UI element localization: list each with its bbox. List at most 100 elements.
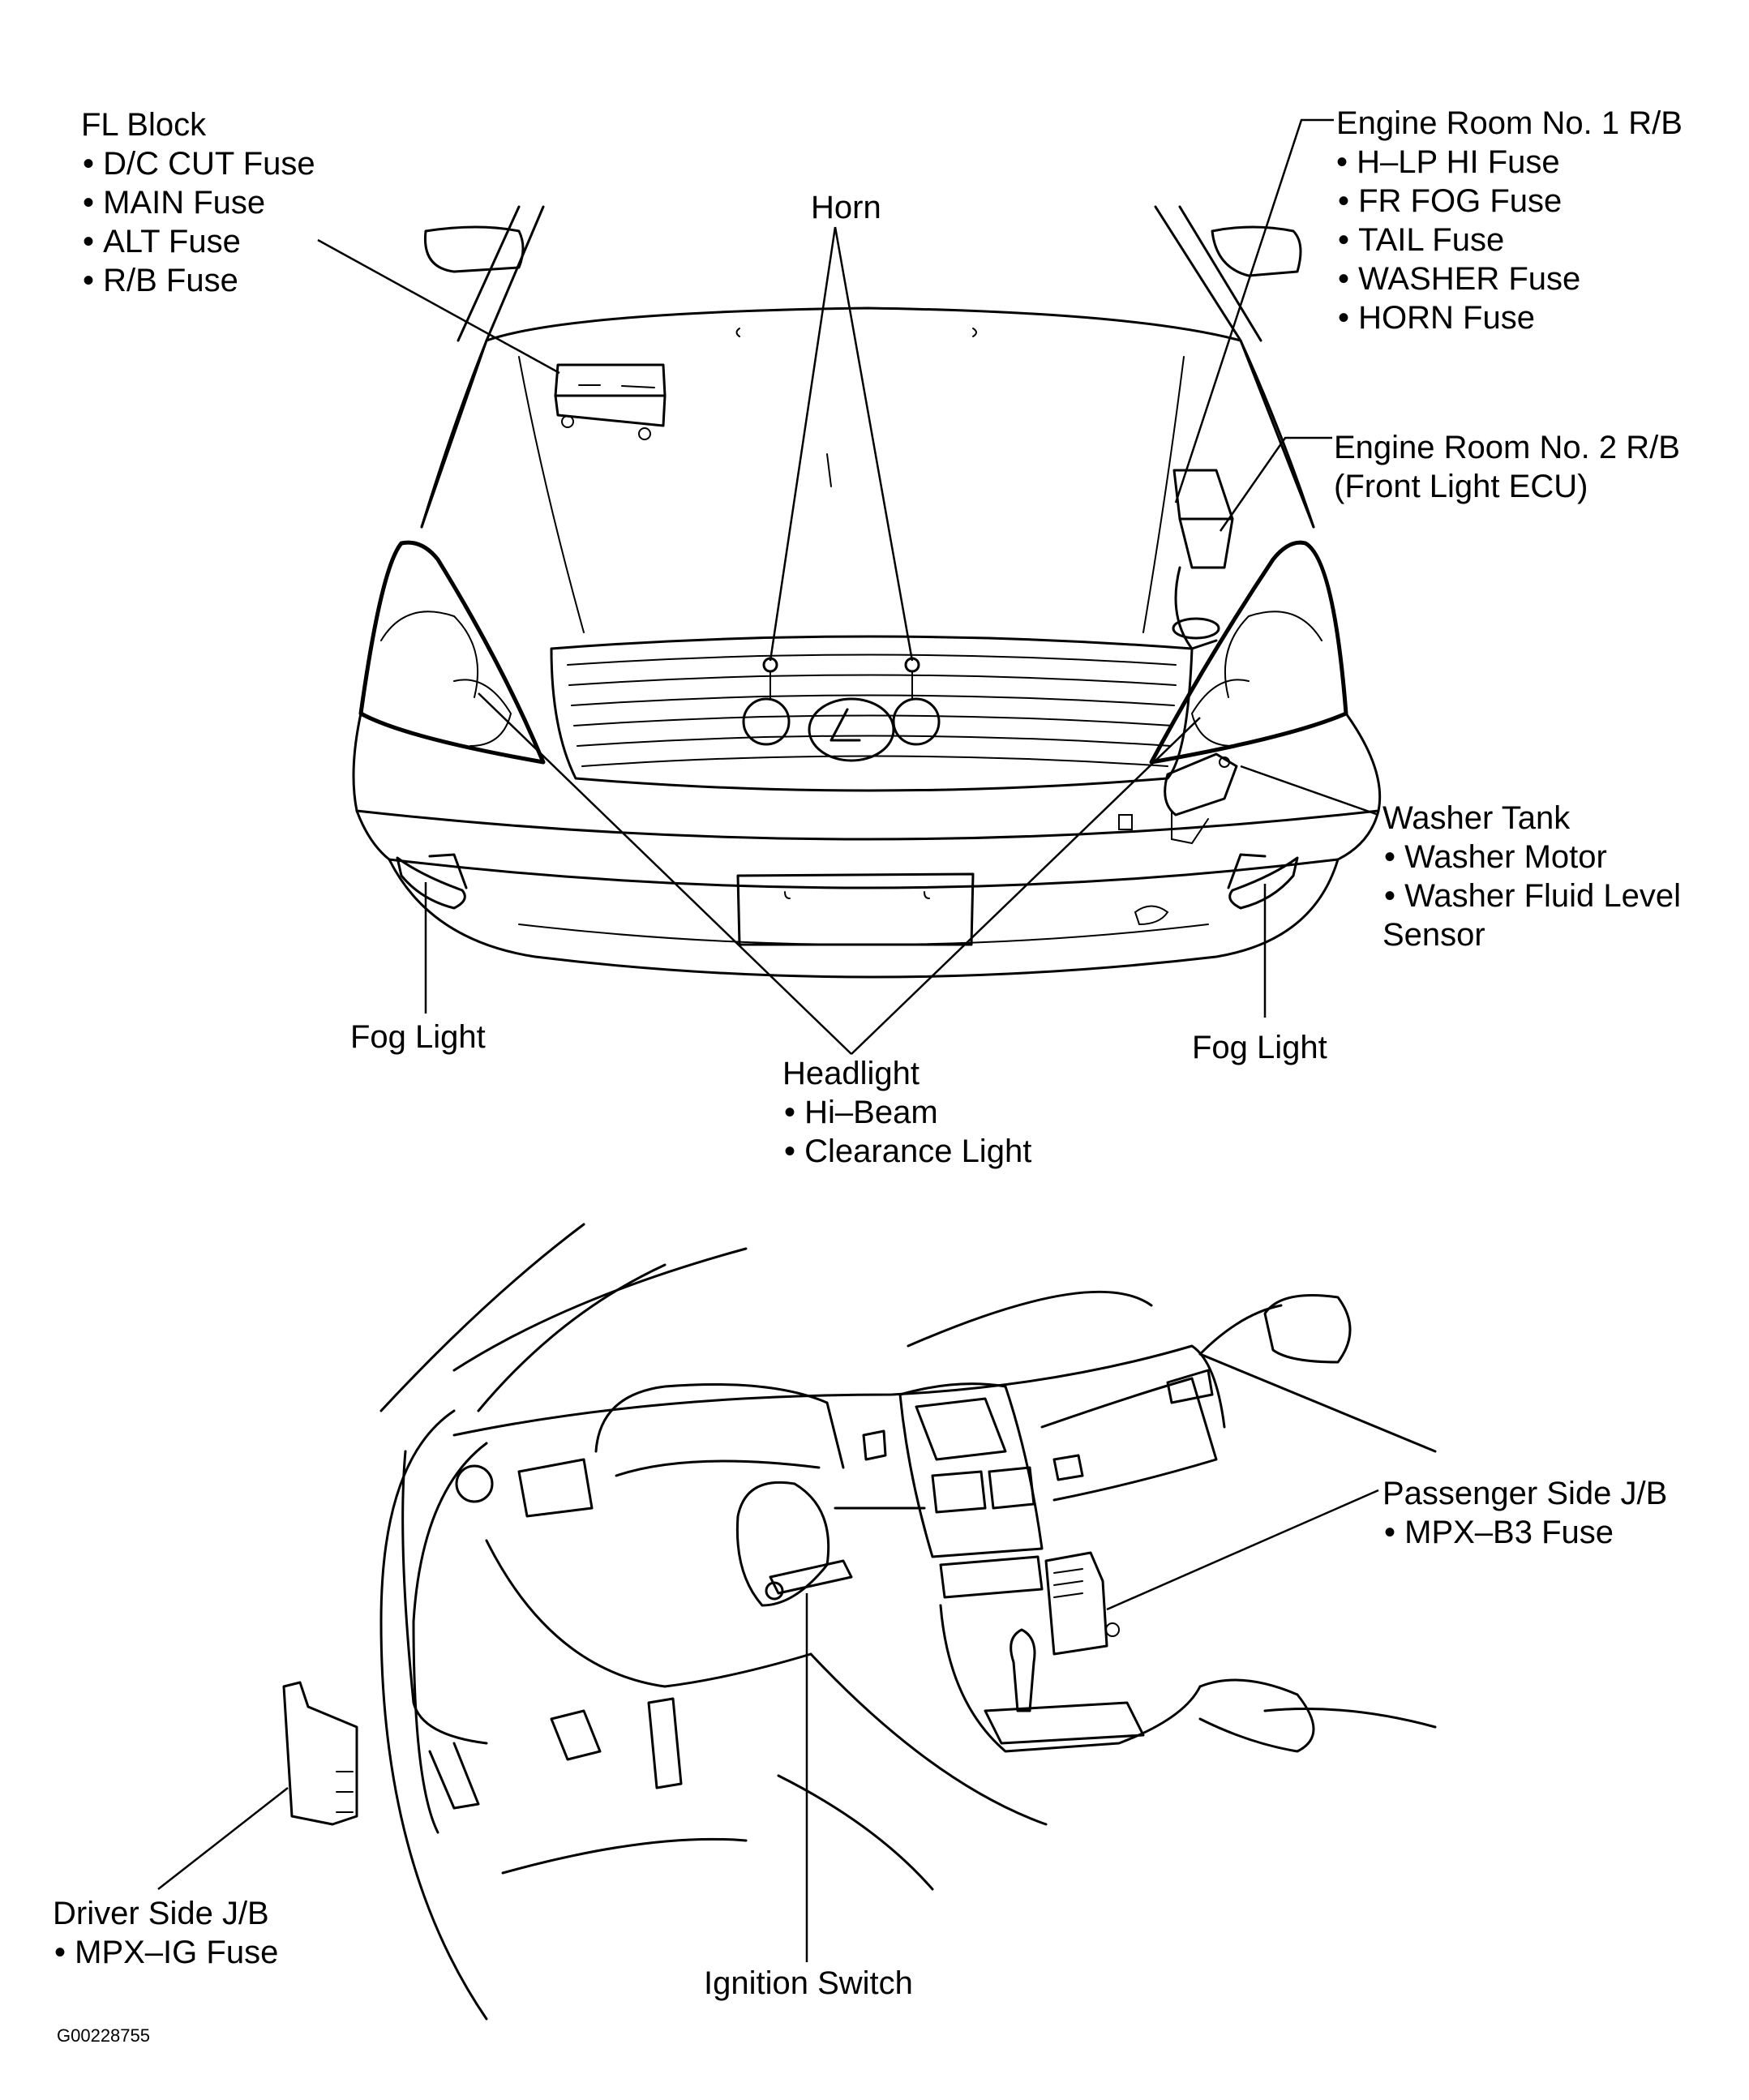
- console: [939, 1604, 1202, 1753]
- leader-lines: [157, 118, 1379, 1962]
- grille-bars: [567, 654, 1177, 767]
- dashboard-top: [452, 1344, 1226, 1437]
- license-plate-mark-right: [924, 891, 930, 899]
- callout-washer-tank: Washer Tank Washer Motor Washer Fluid Le…: [1382, 799, 1681, 954]
- hood-rear-edge: [485, 306, 1242, 342]
- hood-left-edge: [420, 339, 488, 529]
- ignition-key-cylinder: [765, 1581, 784, 1601]
- climate-panel: [939, 1555, 1044, 1599]
- glovebox-button: [1052, 1454, 1084, 1481]
- windshield-left-inner: [452, 1247, 748, 1372]
- lexus-emblem-l: [829, 708, 861, 742]
- engine-room-1-item: HORN Fuse: [1336, 298, 1683, 337]
- headlight-item: Clearance Light: [782, 1132, 1031, 1171]
- parking-pedal: [428, 1742, 480, 1810]
- license-plate-mark-left: [784, 891, 791, 899]
- driver-jb-component: [282, 1681, 358, 1826]
- floor-lower: [501, 1837, 748, 1875]
- instrument-cluster: [615, 1459, 821, 1477]
- leader-horn-left: [769, 226, 837, 662]
- leader-driver-jb: [157, 1787, 289, 1890]
- left-door-inner: [412, 1442, 488, 1834]
- dashboard-lower: [485, 1539, 812, 1688]
- headlight-title: Headlight: [782, 1056, 920, 1091]
- washer-tank-title: Washer Tank: [1382, 800, 1571, 836]
- horn-left: [742, 657, 791, 746]
- fl-block-title: FL Block: [81, 107, 207, 143]
- a-pillar-right-inner: [1178, 205, 1262, 342]
- fog-light-left-title: Fog Light: [350, 1019, 486, 1055]
- mirror-left: [423, 225, 525, 273]
- headlight-right-lens-1: [1224, 611, 1322, 698]
- callout-headlight: Headlight Hi–Beam Clearance Light: [782, 1054, 1031, 1171]
- leader-engine-room-1: [1174, 118, 1334, 504]
- callout-engine-room-1: Engine Room No. 1 R/B H–LP HI Fuse FR FO…: [1336, 104, 1683, 337]
- side-vent-left: [455, 1464, 494, 1503]
- headlight-left-lens-1: [380, 611, 479, 698]
- engine-room-1-item: TAIL Fuse: [1336, 221, 1683, 259]
- left-door-edge: [379, 1409, 488, 2021]
- horn-title: Horn: [811, 190, 881, 225]
- lexus-emblem: [808, 697, 895, 762]
- fl-block-item: ALT Fuse: [81, 222, 315, 261]
- right-door-line: [1198, 1352, 1437, 1453]
- leader-headlight-right: [851, 717, 1201, 1055]
- brake-pedal: [647, 1697, 683, 1789]
- instrument-cluster-hood: [594, 1383, 845, 1469]
- driver-jb-item: MPX–IG Fuse: [53, 1933, 278, 1972]
- a-pillar-interior: [477, 1263, 667, 1412]
- bumper-lower-intake: [518, 924, 1209, 945]
- fl-block-item: R/B Fuse: [81, 261, 315, 300]
- leader-passenger-jb: [1106, 1489, 1379, 1611]
- leader-horn-right: [834, 226, 914, 662]
- headlight-item: Hi–Beam: [782, 1093, 1031, 1132]
- fl-block-item: MAIN Fuse: [81, 183, 315, 222]
- shifter-gate: [984, 1701, 1145, 1745]
- engine-room-1-item: FR FOG Fuse: [1336, 182, 1683, 221]
- center-vents-left: [931, 1470, 987, 1514]
- figure-reference-code: G00228755: [57, 2025, 150, 2046]
- floor-line: [777, 1774, 934, 1891]
- right-vent: [1166, 1369, 1214, 1404]
- tow-hook-cover: [1134, 905, 1169, 926]
- right-mirror-interior: [1263, 1294, 1352, 1364]
- fl-block-item: D/C CUT Fuse: [81, 144, 315, 183]
- engine-room-2-title: Engine Room No. 2 R/B: [1334, 430, 1680, 465]
- leader-engine-room-2: [1219, 436, 1332, 532]
- callout-horn: Horn: [811, 188, 881, 227]
- washer-tank-item: Washer Fluid Level: [1382, 876, 1681, 915]
- fog-light-right-title: Fog Light: [1192, 1030, 1327, 1065]
- center-stack: [898, 1382, 1044, 1558]
- callout-ignition-switch: Ignition Switch: [704, 1964, 913, 2003]
- nav-screen: [915, 1397, 1007, 1461]
- callout-driver-jb: Driver Side J/B MPX–IG Fuse: [53, 1894, 278, 1972]
- engine-room-1-title: Engine Room No. 1 R/B: [1336, 105, 1683, 141]
- hood-mark-right: [972, 328, 977, 337]
- vehicle-front-view: [352, 205, 1382, 979]
- engine-room-1-item: H–LP HI Fuse: [1336, 143, 1683, 182]
- callout-engine-room-2: Engine Room No. 2 R/B (Front Light ECU): [1334, 428, 1680, 506]
- mirror-right: [1211, 225, 1302, 277]
- vehicle-interior-view: [282, 1223, 1437, 2021]
- hazard-button: [862, 1429, 887, 1461]
- shift-lever: [1010, 1628, 1036, 1712]
- headlight-right-outline: [1149, 540, 1348, 765]
- vent-left: [517, 1458, 594, 1518]
- leader-fl-block: [317, 238, 560, 375]
- ignition-key-area: [769, 1559, 853, 1595]
- headlight-right-lens-2: [1190, 679, 1250, 747]
- steering-column: [735, 1481, 830, 1607]
- windshield-left: [379, 1223, 585, 1412]
- seat-edge: [1263, 1708, 1437, 1729]
- license-plate: [736, 872, 975, 946]
- leader-washer-tank: [1240, 765, 1379, 816]
- passenger-jb-item: MPX–B3 Fuse: [1382, 1513, 1667, 1552]
- passenger-jb-component: [1044, 1551, 1120, 1656]
- center-vents-right: [988, 1466, 1035, 1510]
- fog-light-left-component: [396, 853, 468, 910]
- leader-headlight-left: [478, 692, 852, 1055]
- hood-mark-left: [735, 328, 740, 337]
- passenger-dash: [1040, 1377, 1218, 1502]
- callout-passenger-jb: Passenger Side J/B MPX–B3 Fuse: [1382, 1474, 1667, 1552]
- hood-crease-right: [1142, 356, 1185, 633]
